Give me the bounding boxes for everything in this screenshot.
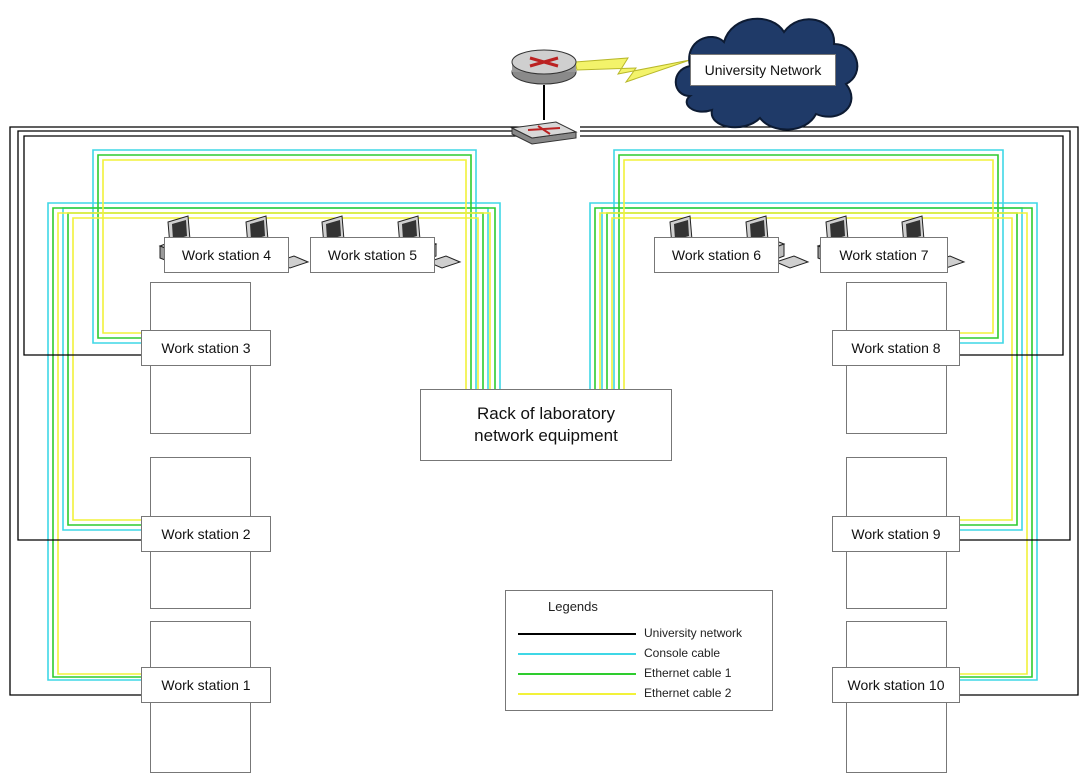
switch-icon xyxy=(510,121,578,145)
legend-item-ethernet2: Ethernet cable 2 xyxy=(518,686,788,701)
console-cable-ws10 xyxy=(589,202,1038,681)
computer-screen xyxy=(250,220,265,240)
cable-layer xyxy=(9,57,1079,696)
ethernet-cable-2-ws2 xyxy=(72,217,479,521)
ethernet-cable-1-ws10 xyxy=(594,207,1033,678)
console-cable-ws3 xyxy=(92,149,477,393)
legend-item-university: University network xyxy=(518,626,788,641)
workstation-label-5: Work station 5 xyxy=(310,237,435,273)
legend-label-university: University network xyxy=(644,626,743,640)
workstation-label-7: Work station 7 xyxy=(820,237,948,273)
ethernet-cable-2-ws1 xyxy=(57,212,491,675)
computer-screen xyxy=(830,220,845,240)
lab-equipment-rack: Rack of laboratory network equipment xyxy=(420,389,672,461)
computer-screen xyxy=(674,220,689,240)
legend-swatch-ethernet2 xyxy=(518,693,636,695)
workstation-label-1: Work station 1 xyxy=(141,667,271,703)
legend-swatch-ethernet1 xyxy=(518,673,636,675)
ethernet-cable-1-ws1 xyxy=(52,207,496,678)
workstation-label-6: Work station 6 xyxy=(654,237,779,273)
workstation-label-9: Work station 9 xyxy=(832,516,960,552)
legend-label-ethernet2: Ethernet cable 2 xyxy=(644,686,732,700)
university-network-ws9 xyxy=(580,130,1071,541)
computer-screen xyxy=(750,220,765,240)
university-network-ws10 xyxy=(580,126,1079,696)
computer-keyboard xyxy=(774,255,810,269)
ethernet-cable-2-ws10 xyxy=(599,212,1028,675)
ethernet-cable-1-ws8 xyxy=(618,154,999,393)
legend-label-ethernet1: Ethernet cable 1 xyxy=(644,666,732,680)
legend-item-console: Console cable xyxy=(518,646,788,661)
switch-arrows xyxy=(527,125,561,135)
router-icon xyxy=(511,49,577,85)
router-arrows xyxy=(529,56,559,68)
ethernet-cable-2-ws3 xyxy=(102,159,467,393)
legend-item-ethernet1: Ethernet cable 1 xyxy=(518,666,788,681)
workstation-label-3: Work station 3 xyxy=(141,330,271,366)
university-network-label: University Network xyxy=(690,54,836,86)
ethernet-cable-2-ws9 xyxy=(611,217,1013,521)
legend-label-console: Console cable xyxy=(644,646,721,660)
ethernet-cable-1-ws3 xyxy=(97,154,472,393)
console-cable-ws1 xyxy=(47,202,501,681)
workstation-label-4: Work station 4 xyxy=(164,237,289,273)
computer-keyboard xyxy=(426,255,462,269)
ethernet-cable-2-ws8 xyxy=(623,159,994,393)
computer-screen xyxy=(326,220,341,240)
console-cable-ws8 xyxy=(613,149,1004,393)
computer-screen xyxy=(172,220,187,240)
university-network-ws2 xyxy=(17,130,528,541)
university-network-ws8 xyxy=(580,135,1064,356)
legend-box: Legends University network Console cable… xyxy=(505,590,773,711)
legend-title: Legends xyxy=(548,599,598,614)
workstation-label-8: Work station 8 xyxy=(832,330,960,366)
university-network-ws3 xyxy=(23,135,528,356)
lightning-link-icon xyxy=(574,57,691,83)
rack-label: Rack of laboratory network equipment xyxy=(474,404,618,445)
workstation-label-2: Work station 2 xyxy=(141,516,271,552)
computer-screen xyxy=(402,220,417,240)
legend-swatch-console xyxy=(518,653,636,655)
computer-screen xyxy=(906,220,921,240)
workstation-label-10: Work station 10 xyxy=(832,667,960,703)
university-network-ws1 xyxy=(9,126,528,696)
legend-swatch-university xyxy=(518,633,636,635)
